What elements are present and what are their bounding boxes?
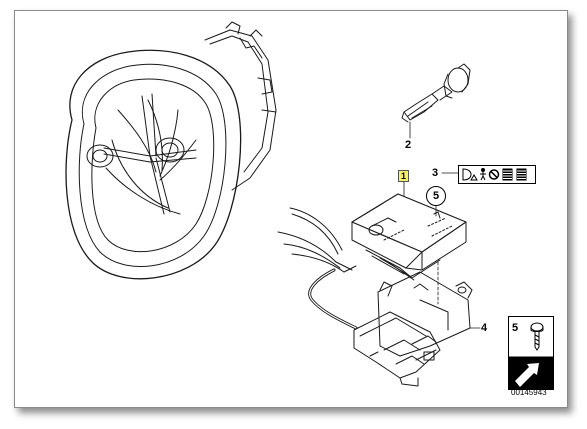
part-card-screw: 5 <box>508 316 554 390</box>
callout-5-circle: 5 <box>426 186 446 206</box>
document-icon <box>516 168 527 181</box>
callout-5-card: 5 <box>512 322 519 334</box>
callout-3: 3 <box>432 167 439 179</box>
bracket <box>308 268 473 387</box>
callout-4: 4 <box>481 322 488 334</box>
document-icon <box>502 168 513 181</box>
headlight-housing <box>65 21 277 280</box>
laser-warning-icon <box>462 168 478 181</box>
person-hazard-icon <box>480 168 486 181</box>
screw-icon <box>530 322 544 351</box>
prohibited-icon <box>488 169 500 180</box>
callout-2: 2 <box>405 139 412 151</box>
ballast-control-unit <box>351 193 467 281</box>
diagram-id: 00145943 <box>511 388 547 397</box>
wire-harness <box>277 207 357 273</box>
callout-1: 1 <box>398 170 410 182</box>
diagram-frame <box>14 10 568 408</box>
warning-label-panel <box>458 165 536 184</box>
wrench-tool-icon <box>509 357 553 389</box>
xenon-bulb <box>401 63 471 123</box>
